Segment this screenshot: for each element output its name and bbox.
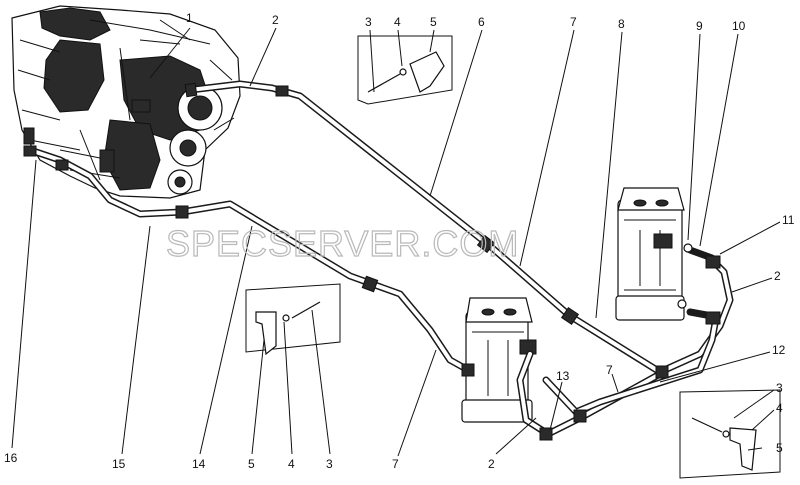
callout-7-bottom: 7 bbox=[392, 457, 399, 471]
callout-7-mid: 7 bbox=[606, 363, 613, 377]
callout-4-right: 4 bbox=[776, 401, 783, 415]
oil-cooler-upper bbox=[615, 187, 685, 321]
callout-13: 13 bbox=[556, 369, 570, 383]
callout-4-bottom: 4 bbox=[288, 457, 295, 471]
bracket-detail-top bbox=[357, 35, 453, 105]
fittings bbox=[23, 82, 721, 441]
bracket-detail-bottom bbox=[679, 389, 781, 479]
callout-6: 6 bbox=[478, 15, 485, 29]
callout-12: 12 bbox=[772, 343, 786, 357]
callout-2-top: 2 bbox=[272, 13, 279, 27]
watermark-text: SPECSERVER.COM bbox=[166, 223, 519, 264]
bracket-detail-mid bbox=[245, 283, 341, 356]
callout-4-top: 4 bbox=[394, 15, 401, 29]
callout-2-right: 2 bbox=[774, 269, 781, 283]
callout-3-bottom: 3 bbox=[326, 457, 333, 471]
callout-8: 8 bbox=[618, 17, 625, 31]
callout-11: 11 bbox=[782, 213, 795, 227]
callout-9: 9 bbox=[696, 19, 703, 33]
callout-1: 1 bbox=[186, 11, 193, 25]
callout-5-top: 5 bbox=[430, 15, 437, 29]
callout-5-bottom: 5 bbox=[248, 457, 255, 471]
callout-3-top: 3 bbox=[365, 15, 372, 29]
callout-7-top: 7 bbox=[570, 15, 577, 29]
callout-16: 16 bbox=[4, 451, 18, 465]
callout-15: 15 bbox=[112, 457, 126, 471]
callout-10: 10 bbox=[732, 19, 746, 33]
callout-5-right: 5 bbox=[776, 441, 783, 455]
callout-3-right: 3 bbox=[776, 381, 783, 395]
callout-14: 14 bbox=[192, 457, 206, 471]
gearbox-assembly bbox=[11, 5, 241, 199]
leader-lines bbox=[11, 27, 781, 457]
callout-2-bottom: 2 bbox=[488, 457, 495, 471]
callout-labels: 1 2 3 4 5 6 7 8 9 10 11 2 12 3 4 5 13 7 … bbox=[4, 11, 795, 471]
